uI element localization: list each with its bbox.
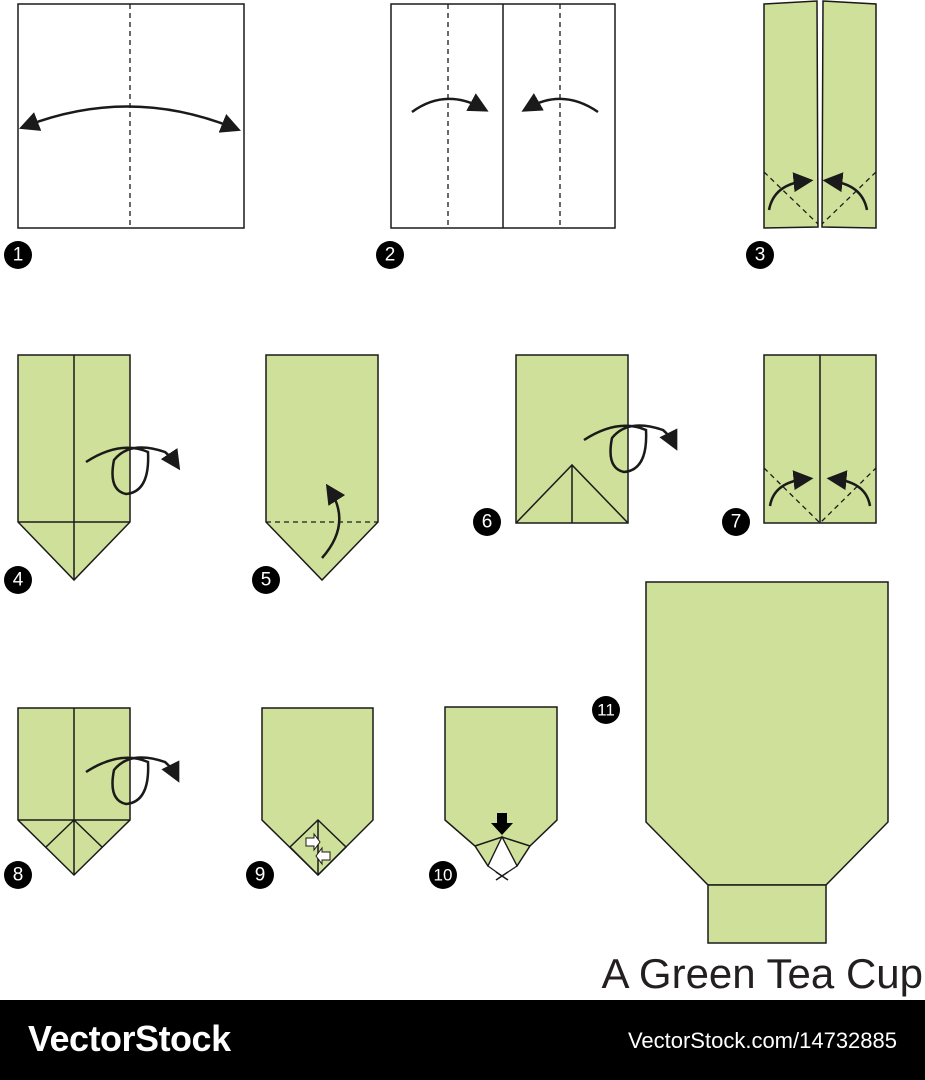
step-badge	[473, 508, 501, 536]
fold-arrow-icon	[826, 470, 872, 507]
left-flap	[763, 0, 819, 229]
step-badge	[376, 241, 404, 269]
push-in-arrow-icon	[305, 832, 321, 852]
step-badge	[722, 508, 750, 536]
fold-arrow-icon	[768, 470, 814, 507]
fold-unfold-arrow-icon	[18, 105, 241, 133]
fold-arrow-icon	[822, 172, 869, 211]
push-in-arrow-icon	[315, 846, 331, 866]
diagram-title: A Green Tea Cup	[601, 950, 923, 997]
brand-logo: VectorStock	[28, 1018, 231, 1059]
step-number: 6	[482, 512, 493, 533]
step-badge	[252, 566, 280, 594]
fold-up-arrow-icon	[321, 483, 346, 559]
step-number: 2	[385, 245, 396, 266]
turn-over-arrow-icon	[85, 446, 181, 496]
step-number: 9	[255, 865, 266, 886]
push-down-arrow-icon	[491, 813, 513, 835]
turn-over-arrow-icon	[583, 424, 678, 474]
step-number: 10	[434, 866, 453, 885]
valley-fold-line	[821, 171, 877, 225]
step-3: 3	[746, 0, 877, 269]
step-number: 3	[755, 245, 766, 266]
fold-arrow-icon	[767, 172, 814, 211]
right-flap	[821, 0, 877, 229]
step-badge	[246, 861, 274, 889]
step-7: 7	[722, 354, 877, 536]
step-badge	[4, 241, 32, 269]
step-11: 11	[592, 581, 889, 944]
step-number: 11	[597, 701, 615, 720]
step-4: 4	[4, 354, 181, 594]
paper-square	[17, 3, 245, 229]
step-5: 5	[252, 354, 379, 594]
step-number: 4	[13, 570, 24, 591]
step-number: 1	[13, 245, 24, 266]
step-number: 8	[13, 865, 24, 886]
step-1: 1	[4, 3, 245, 269]
image-reference: VectorStock.com/14732885	[627, 1028, 897, 1053]
step-badge	[746, 241, 774, 269]
finished-cup-base	[707, 884, 827, 944]
step-2: 2	[376, 3, 616, 269]
valley-fold-line	[763, 171, 819, 225]
step-9: 9	[246, 707, 374, 889]
fold-arrow-icon	[411, 93, 489, 114]
origami-diagram: 1 2 3 4 5	[4, 0, 889, 944]
step-6: 6	[473, 354, 678, 536]
step-badge	[592, 696, 620, 724]
step-number: 5	[261, 570, 272, 591]
step-8: 8	[4, 707, 180, 889]
finished-cup-body	[645, 581, 889, 886]
paper-shape	[265, 354, 379, 582]
step-badge	[4, 566, 32, 594]
step-10: 10	[429, 706, 558, 889]
turn-over-arrow-icon	[85, 756, 180, 806]
step-badge	[429, 861, 457, 889]
step-badge	[4, 861, 32, 889]
step-number: 7	[731, 512, 742, 533]
fold-arrow-icon	[521, 93, 599, 114]
watermark-footer: VectorStock VectorStock.com/14732885	[0, 1000, 925, 1080]
